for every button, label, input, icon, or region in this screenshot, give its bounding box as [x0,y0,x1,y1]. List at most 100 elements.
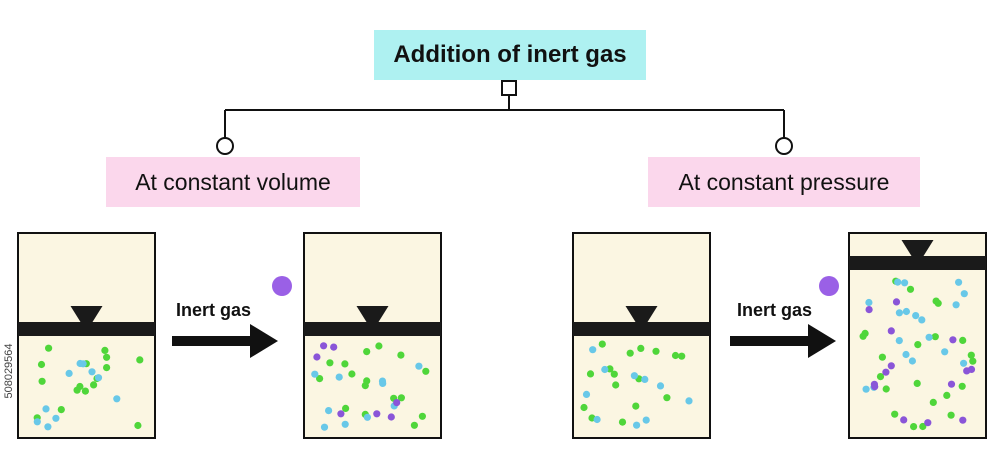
green-particle [38,377,46,385]
piston-weight-icon [625,306,658,322]
green-particle [859,332,867,340]
constant-pressure-label-box: At constant pressure [648,157,920,207]
blue-particle [656,382,665,390]
purple-particle [865,306,873,314]
blue-particle [908,357,917,365]
blue-particle [341,420,349,428]
blue-particle [363,413,371,421]
green-particle [969,357,977,365]
purple-particle [959,416,967,424]
purple-particle [870,380,879,388]
blue-particle [918,316,926,324]
blue-particle [925,333,933,341]
inert-gas-label-left: Inert gas [176,300,252,320]
green-particle [967,351,975,359]
constant-pressure-label: At constant pressure [678,168,890,195]
blue-particle [593,415,601,424]
blue-particle [335,373,343,381]
container-after-pressure [848,232,987,439]
green-particle [598,340,606,348]
blue-particle [113,395,121,403]
green-particle [580,403,588,412]
green-particle [906,285,915,293]
blue-particle [895,309,904,317]
inert-gas-label-right: Inert gas [737,300,813,320]
left-node-circle-icon [216,137,234,155]
container-before-volume [17,232,156,439]
title-text: Addition of inert gas [393,41,627,68]
title-box: Addition of inert gas [374,30,646,80]
purple-particle [892,298,901,306]
purple-particle [900,416,908,424]
blue-particle [320,423,329,431]
green-particle [134,421,142,430]
green-particle [876,373,885,381]
green-particle [397,394,405,402]
purple-particle [313,353,321,361]
right-node-circle-icon [775,137,793,155]
blue-particle [960,290,968,298]
purple-particle [949,336,957,344]
blue-particle [52,414,60,422]
green-particle [678,352,686,360]
blue-particle [311,370,319,378]
purple-particle [887,362,895,370]
green-particle [375,342,383,350]
green-particle [663,394,671,402]
blue-particle [685,397,693,405]
blue-particle [415,362,423,370]
green-particle [326,359,334,367]
blue-particle [894,278,902,286]
green-particle [410,421,418,429]
green-particle [341,360,349,368]
green-particle [81,387,89,395]
blue-particle [912,312,920,320]
blue-particle [589,346,597,354]
green-particle [90,381,98,389]
constant-volume-label-box: At constant volume [106,157,360,207]
blue-particle [862,385,870,393]
green-particle [913,379,921,387]
blue-particle [902,350,910,359]
piston-weight-icon [356,306,389,322]
container-before-pressure [572,232,711,439]
piston-bar [18,322,155,336]
green-particle [45,344,53,352]
piston-weight-icon [70,306,103,322]
green-particle [348,370,356,378]
green-particle [882,385,890,393]
green-particle [958,382,966,390]
green-particle [637,344,645,352]
blue-particle [88,368,96,376]
blue-particle [630,372,639,380]
inert-gas-molecule-left-icon [272,276,292,296]
blue-particle [44,423,52,431]
piston-bar [304,322,441,336]
green-particle [612,381,620,389]
blue-particle [960,359,968,367]
blue-particle [601,365,609,374]
piston-weight-icon [901,240,934,256]
green-particle [934,299,942,307]
green-particle [929,398,937,406]
green-particle [363,377,371,385]
blue-particle [901,279,909,287]
purple-particle [320,342,328,350]
green-particle [618,418,627,426]
purple-particle [882,368,890,376]
green-particle [363,348,371,356]
green-particle [652,347,660,355]
green-particle [342,404,350,412]
green-particle [943,391,951,399]
arrow-right-icon [730,324,836,358]
blue-particle [895,337,903,345]
green-particle [891,410,899,418]
green-particle [626,349,634,357]
green-particle [947,411,955,419]
junction-square-icon [501,80,517,96]
tree-connectors [224,96,785,138]
purple-particle [947,380,956,388]
green-particle [610,370,618,378]
purple-particle [387,413,395,421]
